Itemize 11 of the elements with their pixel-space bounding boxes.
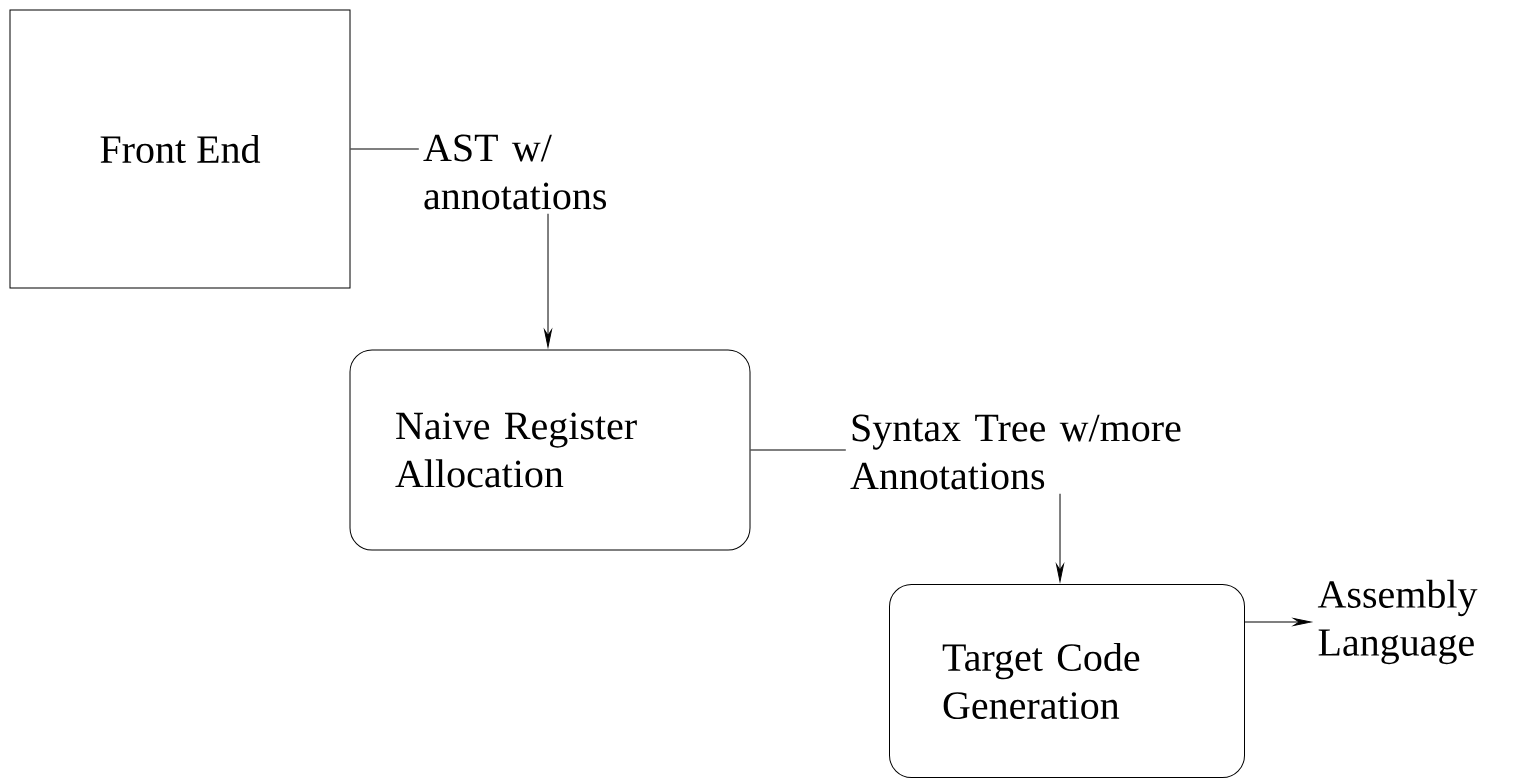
connector-line [750, 449, 847, 451]
process-box: Naive Register Allocation [349, 349, 751, 551]
arrow [1056, 493, 1064, 582]
data-label: Assembly Language [1317, 579, 1478, 665]
data-label: AST w/ annotations [423, 134, 606, 210]
process-box: Target Code Generation [889, 584, 1245, 778]
arrow [1244, 618, 1312, 626]
arrow [544, 213, 552, 348]
process-box: Front End [9, 9, 351, 289]
data-label: Syntax Tree w/more Annotations [850, 414, 1181, 490]
connector-line [350, 148, 420, 150]
